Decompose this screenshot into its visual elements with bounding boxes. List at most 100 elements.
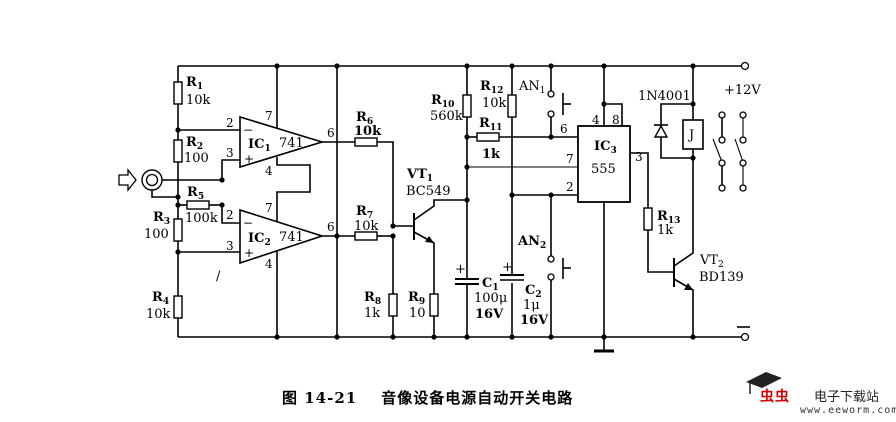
- ic1-label: IC1: [248, 137, 271, 154]
- input-arrow-icon: [118, 168, 137, 192]
- ic1-plus: +: [244, 152, 254, 166]
- resistor-r2: [173, 139, 183, 163]
- ic2-minus: −: [243, 216, 253, 230]
- r4-value: 10k: [146, 307, 171, 322]
- watermark-brand-text: 电子下载站: [814, 390, 880, 405]
- pushbutton-an1: [547, 66, 571, 140]
- ic1-pin7: 7: [265, 109, 273, 123]
- capacitor-c1: [455, 278, 479, 285]
- r1-value: 10k: [186, 93, 211, 108]
- ic1-minus: −: [243, 123, 253, 137]
- pushbutton-an2: [547, 195, 571, 337]
- ic3-pin7: 7: [566, 152, 574, 166]
- r2-value: 100: [184, 151, 209, 166]
- c1-value: 100μ: [474, 291, 507, 306]
- stray-mark: /: [216, 269, 221, 284]
- ic1-pin2: 2: [226, 116, 234, 130]
- r11-value: 1k: [482, 147, 501, 162]
- ic1-pin4: 4: [265, 164, 273, 178]
- resistor-r10: [462, 94, 472, 118]
- r8-value: 1k: [364, 306, 380, 321]
- ic3-pin3: 3: [635, 150, 643, 164]
- vt2-label: VT2: [699, 253, 724, 270]
- positive-terminal: [740, 61, 750, 71]
- r7-value: 10k: [354, 219, 379, 234]
- r10-label: R10: [431, 93, 454, 110]
- r3-value: 100: [144, 227, 169, 242]
- negative-terminal: [740, 332, 750, 342]
- r7-label: R7: [356, 204, 373, 221]
- r2-label: R2: [186, 135, 203, 152]
- input-jack: [118, 168, 225, 198]
- resistor-r4: [173, 295, 183, 319]
- r10-value: 560k: [430, 109, 463, 124]
- ic3-label: IC3: [594, 139, 617, 156]
- ic1-part: 741: [279, 136, 304, 151]
- capacitor-c2: [500, 274, 524, 281]
- r6-value: 10k: [354, 124, 382, 139]
- resistor-r3: [173, 218, 183, 242]
- ic2-label: IC2: [248, 231, 271, 248]
- r9-value: 10: [409, 306, 426, 321]
- caption-number: 图 14-21: [282, 389, 358, 407]
- ic2-pin6: 6: [327, 220, 335, 234]
- an2-label: AN2: [517, 234, 546, 251]
- resistor-r1: [173, 81, 183, 105]
- r1-label: R1: [186, 75, 203, 92]
- resistor-r8: [388, 293, 398, 317]
- positive-supply-label: +12V: [724, 83, 761, 98]
- opamp-ic1: [178, 66, 355, 197]
- positive-rail: [178, 61, 750, 71]
- c2-plus: +: [502, 260, 513, 275]
- r11-label: R11: [479, 116, 502, 133]
- ic2-pin4: 4: [265, 257, 273, 271]
- diode-d1: [653, 103, 693, 159]
- vt1-part: BC549: [406, 184, 451, 199]
- an1-label: AN1: [518, 79, 546, 96]
- resistor-r11: [476, 132, 500, 142]
- r12-value: 10k: [482, 96, 507, 111]
- r4-label: R4: [152, 290, 169, 307]
- transistor-vt2: [673, 158, 694, 337]
- timer-ic3: [577, 66, 673, 337]
- ic2-part: 741: [279, 230, 304, 245]
- ic3-pin2: 2: [566, 180, 574, 194]
- opamp-ic2: [178, 66, 355, 337]
- ic3-pin8: 8: [612, 113, 620, 127]
- vt1-label: VT1: [406, 167, 433, 184]
- ic1-pin6: 6: [327, 126, 335, 140]
- watermark-brand-cn: 虫虫: [760, 389, 790, 405]
- c1-label: C1: [482, 276, 499, 293]
- ground-rail: [178, 326, 750, 353]
- ic2-plus: +: [244, 246, 254, 260]
- ic2-pin7: 7: [265, 201, 273, 215]
- c2-value: 1μ: [523, 298, 540, 313]
- relay-label: J: [687, 128, 694, 143]
- diode-part: 1N4001: [638, 89, 691, 104]
- relay-contacts: [712, 111, 747, 192]
- r13-value: 1k: [657, 223, 673, 238]
- c2-label: C2: [525, 283, 542, 300]
- ic3-part: 555: [591, 162, 616, 177]
- resistor-r5: [186, 200, 210, 210]
- r6-label: R6: [356, 110, 373, 127]
- c2-voltage: 16V: [520, 313, 549, 328]
- relay-coil: [682, 66, 704, 161]
- r12-label: R12: [480, 79, 503, 96]
- resistor-r12: [507, 94, 517, 118]
- r9-label: R9: [408, 290, 425, 307]
- c1-plus: +: [455, 262, 466, 277]
- r5-value: 100k: [185, 211, 218, 226]
- ic3-pin4: 4: [592, 113, 600, 127]
- resistor-r6: [354, 137, 378, 147]
- r13-label: R13: [657, 209, 680, 226]
- watermark-logo: 虫虫 电子下载站 www.eeworm.com: [742, 368, 896, 422]
- ic2-pin2: 2: [226, 208, 234, 222]
- resistor-r13: [643, 207, 653, 231]
- c1-voltage: 16V: [475, 307, 504, 322]
- vt2-part: BD139: [699, 270, 744, 285]
- watermark-url: www.eeworm.com: [800, 405, 896, 416]
- ic3-pin6: 6: [560, 122, 568, 136]
